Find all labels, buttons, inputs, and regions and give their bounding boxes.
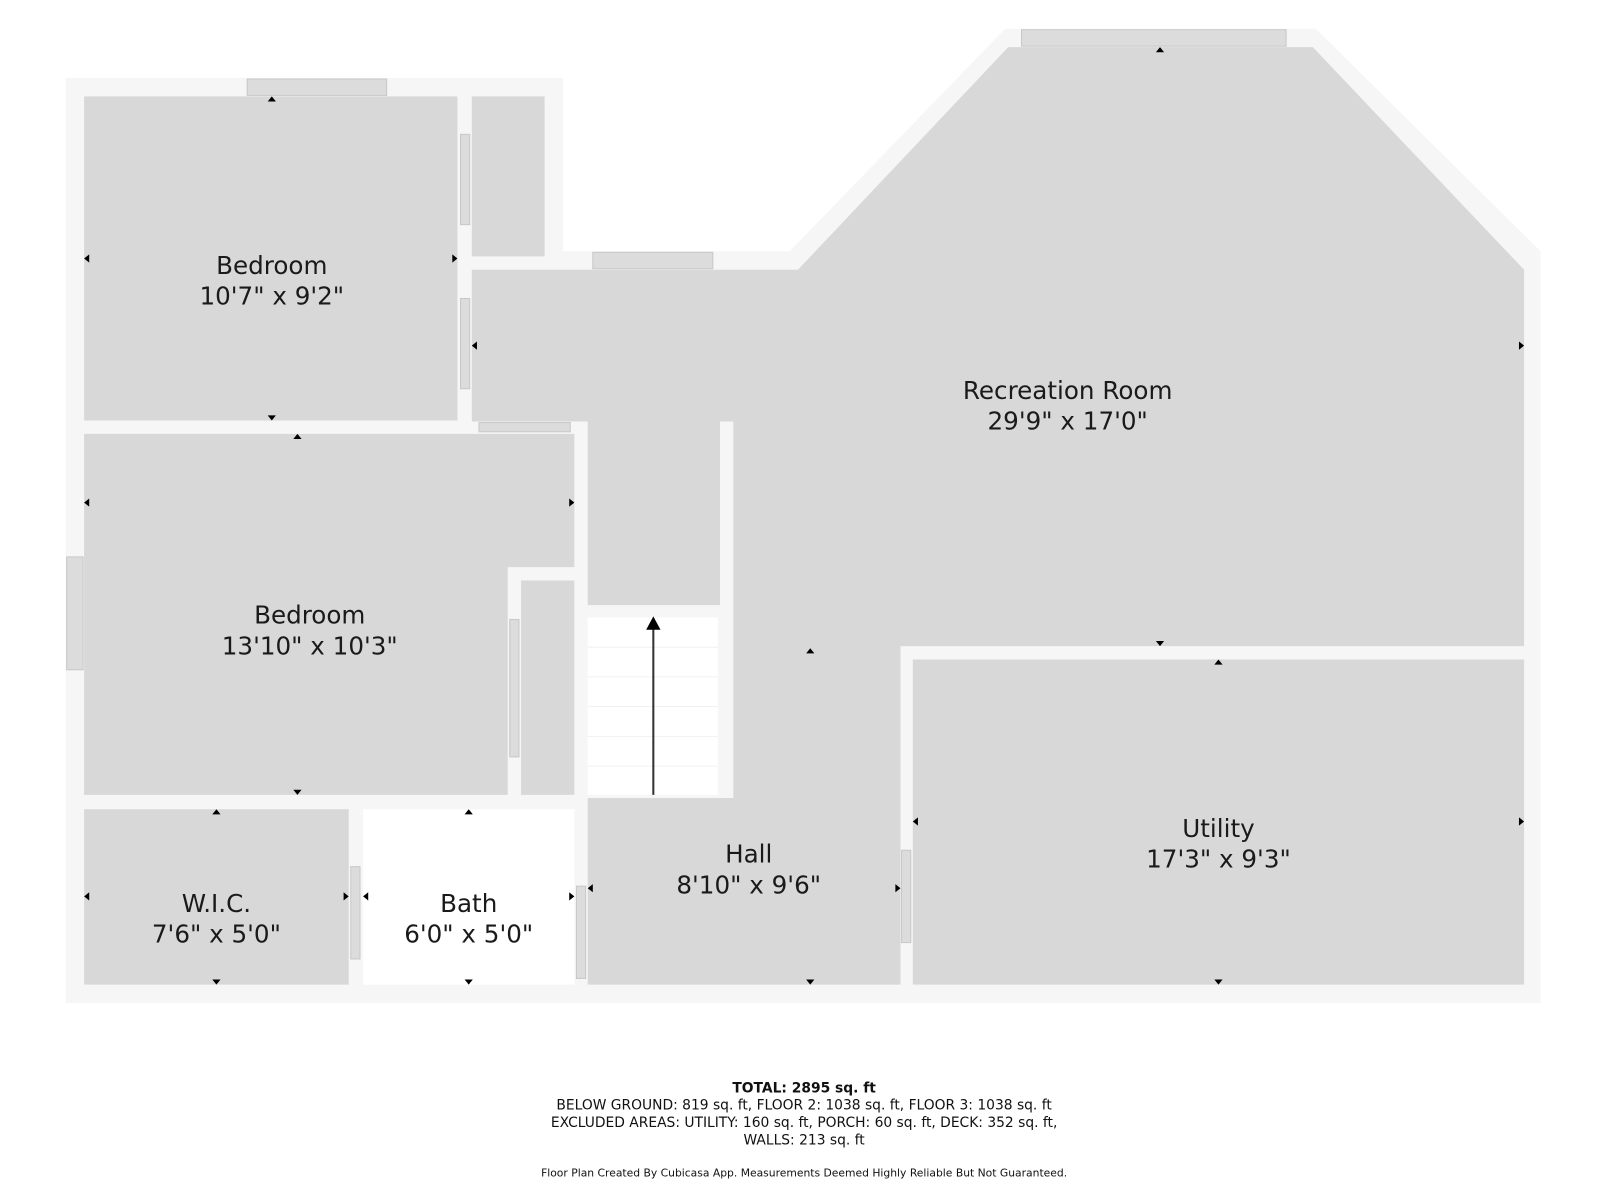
room-bedroom-1 [84, 96, 458, 421]
closet-top [471, 96, 545, 257]
room-name-recreation: Recreation Room [963, 376, 1173, 405]
room-bedroom-2 [84, 433, 575, 795]
floor-areas: BELOW GROUND: 819 sq. ft, FLOOR 2: 1038 … [556, 1098, 1052, 1114]
room-dims-utility: 17'3" x 9'3" [1146, 845, 1291, 874]
closet-bedroom-2 [521, 580, 575, 795]
room-name-bedroom-2: Bedroom [254, 601, 365, 630]
room-utility [912, 659, 1525, 985]
room-wic [84, 809, 349, 985]
room-bath [363, 809, 575, 985]
room-recreation [471, 47, 1525, 985]
stair-arrow-head [646, 616, 661, 630]
excluded-areas: EXCLUDED AREAS: UTILITY: 160 sq. ft, POR… [551, 1115, 1057, 1131]
disclaimer: Floor Plan Created By Cubicasa App. Meas… [541, 1166, 1067, 1179]
room-dims-bedroom-1: 10'7" x 9'2" [199, 282, 344, 311]
room-name-bedroom-1: Bedroom [216, 251, 327, 280]
room-dims-bedroom-2: 13'10" x 10'3" [222, 631, 398, 660]
room-name-wic: W.I.C. [182, 889, 251, 918]
room-name-bath: Bath [440, 889, 497, 918]
dimension-markers [84, 47, 1525, 985]
room-dims-wic: 7'6" x 5'0" [152, 920, 281, 949]
total-area: TOTAL: 2895 sq. ft [732, 1080, 876, 1096]
room-name-hall: Hall [725, 840, 772, 869]
room-name-utility: Utility [1182, 814, 1254, 843]
room-dims-bath: 6'0" x 5'0" [404, 920, 533, 949]
room-dims-hall: 8'10" x 9'6" [676, 870, 821, 899]
walls-area: WALLS: 213 sq. ft [743, 1133, 865, 1149]
windows [66, 29, 1287, 979]
room-dims-recreation: 29'9" x 17'0" [988, 407, 1148, 436]
